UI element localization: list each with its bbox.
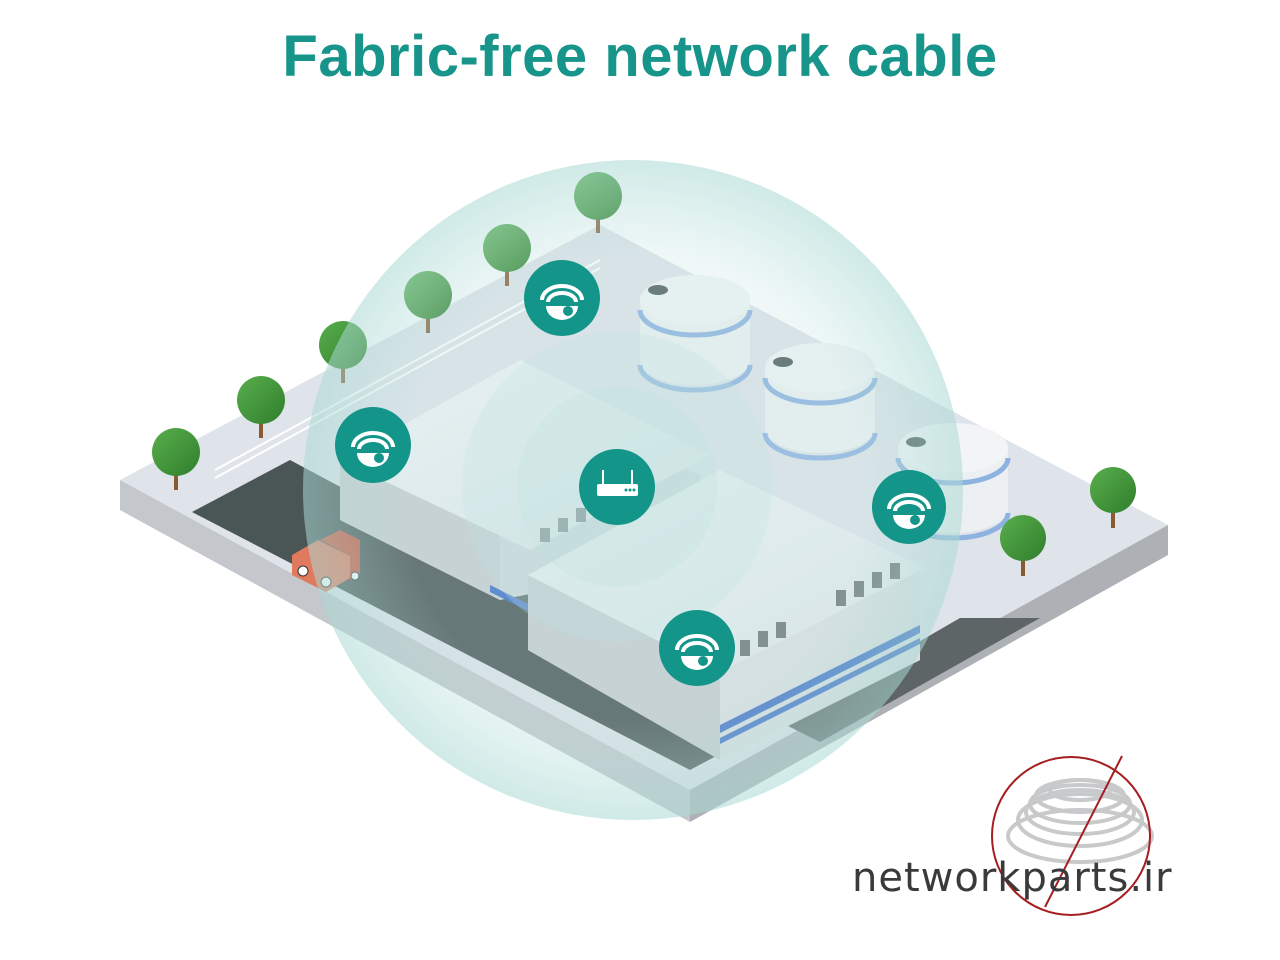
wifi-router-icon[interactable] bbox=[579, 449, 655, 525]
tree bbox=[152, 428, 200, 490]
dome-camera-icon[interactable] bbox=[335, 407, 411, 483]
dome-camera-icon[interactable] bbox=[524, 260, 600, 336]
tree bbox=[237, 376, 285, 438]
tree bbox=[1090, 467, 1136, 528]
dome-camera-icon[interactable] bbox=[872, 470, 946, 544]
dome-camera-icon[interactable] bbox=[659, 610, 735, 686]
watermark-text: networkparts.ir bbox=[852, 855, 1173, 901]
prohibited-cable-reel-icon bbox=[991, 755, 1154, 916]
tree bbox=[1000, 515, 1046, 576]
page-title: Fabric-free network cable bbox=[282, 24, 998, 89]
